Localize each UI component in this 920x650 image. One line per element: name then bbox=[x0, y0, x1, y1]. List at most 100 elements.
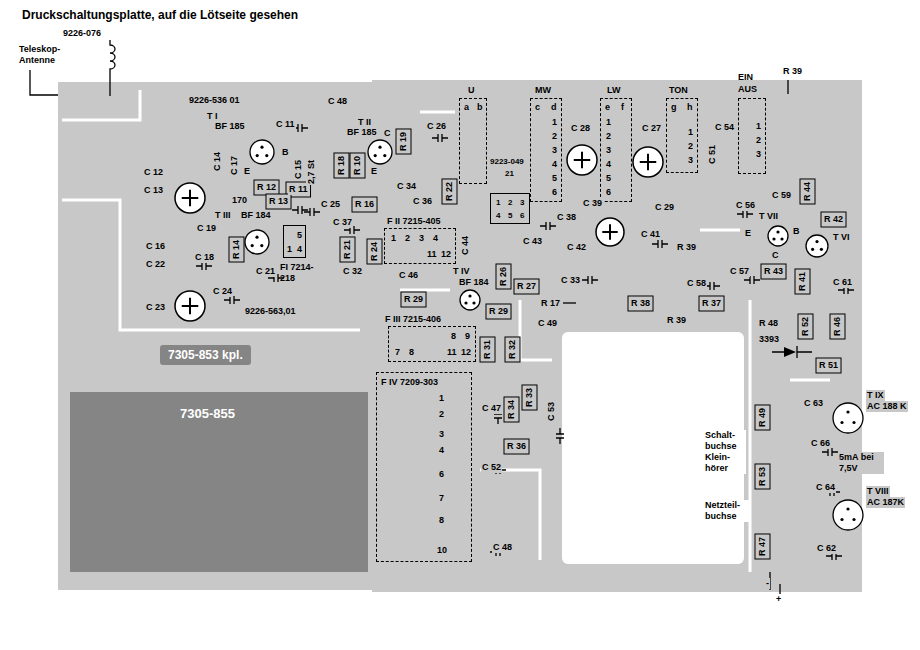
transistor-pin bbox=[260, 146, 263, 149]
component-label: C 13 bbox=[143, 185, 164, 196]
switch-box: Uab bbox=[459, 98, 487, 184]
transistor-pin bbox=[378, 146, 381, 149]
resistor-symbol bbox=[401, 292, 426, 307]
component-label: R 31 bbox=[482, 339, 493, 360]
node-text: 2 bbox=[405, 233, 410, 244]
component-label: R 39 bbox=[782, 66, 803, 77]
component-label: R 16 bbox=[354, 199, 375, 210]
if-filter-box: F III 7215-40689781112 bbox=[388, 326, 476, 362]
node-text: 1 bbox=[391, 233, 396, 244]
component-label: 5mA bei 7,5V bbox=[838, 452, 884, 474]
transistor-symbol bbox=[806, 235, 828, 257]
component-label: R 48 bbox=[758, 318, 779, 329]
node-text: 1 bbox=[552, 117, 557, 128]
node-text: 3 bbox=[688, 155, 693, 166]
component-label: + bbox=[775, 594, 782, 605]
component-label: C 12 bbox=[143, 167, 164, 178]
capacitor-symbol bbox=[196, 262, 212, 270]
node-text: 7305-855 bbox=[180, 408, 235, 419]
node-text: 1 bbox=[287, 244, 292, 255]
component-label: Netzteil- buchse bbox=[704, 500, 750, 522]
resistor-symbol bbox=[486, 304, 511, 319]
component-label: R 11 bbox=[288, 184, 309, 195]
resistor-symbol bbox=[334, 153, 349, 178]
resistor-symbol bbox=[821, 212, 846, 227]
node-text: 6 bbox=[606, 187, 611, 198]
component-label: C 52 bbox=[481, 462, 502, 473]
capacitor-symbol bbox=[822, 448, 838, 456]
node-text: EIN bbox=[738, 72, 753, 83]
component-label: C 34 bbox=[396, 181, 417, 192]
component-label: R 53 bbox=[757, 466, 768, 487]
trimmer-capacitor bbox=[175, 183, 205, 213]
resistor-symbol bbox=[286, 182, 311, 197]
component-label: Teleskop-Antenne bbox=[18, 44, 74, 66]
node-text: 3 bbox=[756, 149, 761, 160]
node-text: 1 bbox=[496, 197, 500, 208]
switch-box: LWef123456 bbox=[600, 98, 632, 202]
component-label: BF 184 bbox=[240, 210, 272, 221]
node-text: 7 bbox=[395, 347, 400, 358]
resistor-symbol bbox=[367, 239, 382, 264]
lead-line bbox=[787, 80, 788, 94]
node-text: 1 bbox=[606, 117, 611, 128]
component-label: C 18 bbox=[194, 252, 215, 263]
transistor-pin bbox=[468, 294, 471, 297]
diode-symbol bbox=[784, 347, 796, 357]
node-text: 3 bbox=[419, 233, 424, 244]
resistor-symbol bbox=[480, 337, 495, 362]
component-label: C 14 bbox=[212, 151, 223, 172]
node-text: 7305-853 kpl. bbox=[168, 348, 243, 362]
component-label: - bbox=[765, 578, 770, 589]
component-label: C 27 bbox=[641, 123, 662, 134]
resistor-symbol bbox=[442, 179, 457, 204]
node-text: 1 bbox=[439, 393, 444, 404]
component-label: R 44 bbox=[802, 181, 813, 202]
component-label: C 64 bbox=[815, 482, 836, 493]
transistor-pin bbox=[820, 248, 823, 251]
resistor-symbol bbox=[755, 464, 770, 489]
component-label: R 27 bbox=[516, 281, 537, 292]
node-text: 1 bbox=[756, 121, 761, 132]
component-label: T VI bbox=[832, 232, 851, 243]
trimmer-capacitor bbox=[182, 190, 199, 207]
component-label: Schalt- buchse Klein- hörer bbox=[704, 430, 746, 474]
track bbox=[62, 200, 360, 330]
component-label: AC 188 K bbox=[866, 401, 908, 412]
component-label: R 29 bbox=[403, 294, 424, 305]
capacitor-symbol bbox=[582, 276, 598, 284]
component-label: R 34 bbox=[506, 399, 517, 420]
component-label: C 28 bbox=[570, 123, 591, 134]
component-label: 9226-076 bbox=[62, 28, 102, 39]
node-text: 7 bbox=[439, 493, 444, 504]
component-label: C bbox=[771, 250, 780, 261]
component-label: R 43 bbox=[763, 266, 784, 277]
node-text: c bbox=[535, 102, 540, 113]
node-text: 10 bbox=[437, 545, 447, 556]
node-text: f bbox=[621, 102, 624, 113]
component-label: R 19 bbox=[398, 131, 409, 152]
component-label: C 17 bbox=[229, 155, 240, 176]
node-text: 6 bbox=[520, 210, 524, 221]
node-text: 4 bbox=[297, 244, 302, 255]
component-label: C 61 bbox=[832, 277, 853, 288]
component-label: C 53 bbox=[546, 401, 557, 422]
resistor-symbol bbox=[396, 129, 411, 154]
component-label: C 66 bbox=[810, 438, 831, 449]
component-label: C 21 bbox=[255, 266, 276, 277]
component-label: R 10 bbox=[352, 155, 363, 176]
node-text: 4 bbox=[433, 233, 438, 244]
component-label: R 38 bbox=[630, 298, 651, 309]
node-text: 2 bbox=[606, 131, 611, 142]
resistor-symbol bbox=[755, 534, 770, 559]
component-label: 3393 bbox=[758, 334, 780, 345]
node-text: 2 bbox=[439, 409, 444, 420]
component-label: C 32 bbox=[342, 266, 363, 277]
node-text: 4 bbox=[552, 159, 557, 170]
transistor-symbol bbox=[833, 403, 863, 433]
node-text: 5 bbox=[606, 173, 611, 184]
component-label: 2,7 St bbox=[306, 159, 317, 185]
component-label: R 49 bbox=[757, 407, 768, 428]
node-text: MW bbox=[535, 85, 551, 96]
component-label: R 39 bbox=[666, 315, 687, 326]
